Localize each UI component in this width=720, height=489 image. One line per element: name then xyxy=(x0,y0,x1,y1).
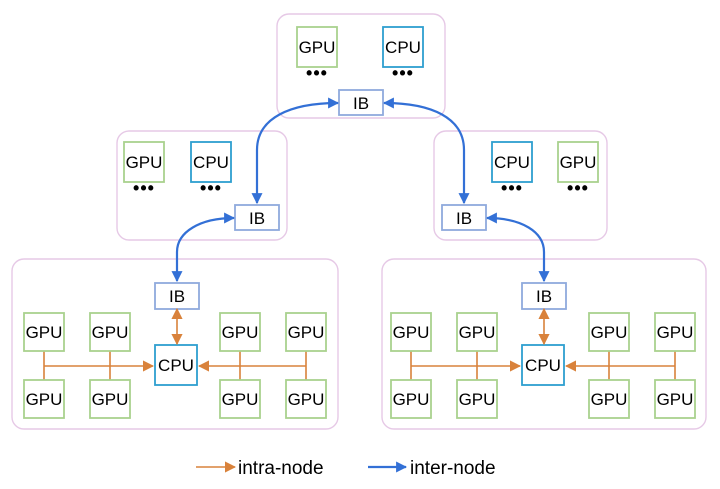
gpu-box: GPU xyxy=(219,379,261,419)
ib-label: IB xyxy=(353,94,369,113)
gpu-label: GPU xyxy=(459,390,496,409)
gpu-box: GPU xyxy=(390,312,432,352)
legend-item-intra: intra-node xyxy=(196,458,324,479)
gpu-label: GPU xyxy=(657,323,694,342)
ellipsis: ••• xyxy=(133,178,155,198)
gpu-label: GPU xyxy=(26,323,63,342)
cpu-label: CPU xyxy=(193,153,229,172)
gpu-label: GPU xyxy=(560,153,597,172)
legend-label-inter: inter-node xyxy=(410,458,496,479)
cpu-label: CPU xyxy=(385,38,421,57)
gpu-label: GPU xyxy=(657,390,694,409)
gpu-box: GPU xyxy=(89,312,131,352)
intra-links xyxy=(410,307,676,380)
gpu-label: GPU xyxy=(288,323,325,342)
gpu-box: GPU xyxy=(219,312,261,352)
ellipsis: ••• xyxy=(306,63,328,83)
gpu-box: GPU xyxy=(23,312,65,352)
node-bottom-right: IB CPU GPU GPU GPU GPU GPU GPU GPU GPU xyxy=(381,258,707,430)
node-bottom-left: IB CPU GPU GPU GPU GPU GPU GPU GPU GPU xyxy=(11,258,339,430)
ib-box: IB xyxy=(154,282,200,310)
inter-links xyxy=(171,97,550,283)
gpu-label: GPU xyxy=(591,390,628,409)
ellipsis: ••• xyxy=(200,178,222,198)
cpu-box: CPU xyxy=(382,26,424,68)
ib-label: IB xyxy=(536,287,552,306)
cpu-label: CPU xyxy=(525,356,561,375)
ellipsis: ••• xyxy=(501,178,523,198)
gpu-box: GPU xyxy=(296,26,338,68)
gpu-label: GPU xyxy=(393,390,430,409)
legend: intra-node inter-node xyxy=(196,458,496,479)
node-mid-right: CPU GPU ••• ••• IB xyxy=(433,130,608,241)
ib-box: IB xyxy=(338,89,384,116)
cpu-box: CPU xyxy=(521,344,565,386)
legend-label-intra: intra-node xyxy=(238,458,324,479)
ib-label: IB xyxy=(249,209,265,228)
gpu-box: GPU xyxy=(588,312,630,352)
gpu-box: GPU xyxy=(23,379,65,419)
gpu-label: GPU xyxy=(288,390,325,409)
gpu-box: GPU xyxy=(285,379,327,419)
cpu-box: CPU xyxy=(190,141,232,183)
gpu-box: GPU xyxy=(285,312,327,352)
gpu-box: GPU xyxy=(456,379,498,419)
gpu-label: GPU xyxy=(591,323,628,342)
gpu-label: GPU xyxy=(393,323,430,342)
cpu-label: CPU xyxy=(494,153,530,172)
gpu-box: GPU xyxy=(456,312,498,352)
gpu-box: GPU xyxy=(123,141,165,183)
cpu-label: CPU xyxy=(158,356,194,375)
ib-box: IB xyxy=(234,204,280,231)
legend-item-inter: inter-node xyxy=(368,458,496,479)
ib-label: IB xyxy=(169,287,185,306)
gpu-label: GPU xyxy=(92,390,129,409)
gpu-box: GPU xyxy=(390,379,432,419)
ib-label: IB xyxy=(456,209,472,228)
gpu-box: GPU xyxy=(654,312,696,352)
gpu-box: GPU xyxy=(588,379,630,419)
gpu-label: GPU xyxy=(299,38,336,57)
node-mid-left: GPU CPU ••• ••• IB xyxy=(116,130,288,241)
gpu-label: GPU xyxy=(92,323,129,342)
ellipsis: ••• xyxy=(392,63,414,83)
node-top: GPU CPU ••• ••• IB xyxy=(276,13,446,119)
ib-box: IB xyxy=(441,204,487,231)
cpu-box: CPU xyxy=(154,344,198,386)
gpu-box: GPU xyxy=(89,379,131,419)
gpu-label: GPU xyxy=(126,153,163,172)
gpu-label: GPU xyxy=(222,390,259,409)
gpu-label: GPU xyxy=(459,323,496,342)
gpu-box: GPU xyxy=(654,379,696,419)
gpu-label: GPU xyxy=(222,323,259,342)
intra-links xyxy=(43,307,307,380)
ib-box: IB xyxy=(521,282,567,310)
cpu-box: CPU xyxy=(491,141,533,183)
gpu-box: GPU xyxy=(557,141,599,183)
gpu-label: GPU xyxy=(26,390,63,409)
ellipsis: ••• xyxy=(567,178,589,198)
